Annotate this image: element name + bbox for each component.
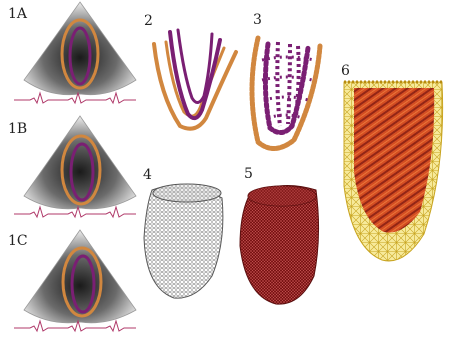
fiber-model: [338, 76, 448, 266]
label-3: 3: [253, 13, 262, 27]
contour-outlines: [150, 26, 240, 134]
echo-view-1c: [10, 228, 138, 340]
wireframe-mesh-red: [236, 176, 326, 310]
point-cloud: [238, 30, 328, 158]
wireframe-mesh-grey: [140, 178, 230, 304]
echo-view-1b: [10, 114, 138, 226]
echo-view-1a: [10, 0, 138, 112]
